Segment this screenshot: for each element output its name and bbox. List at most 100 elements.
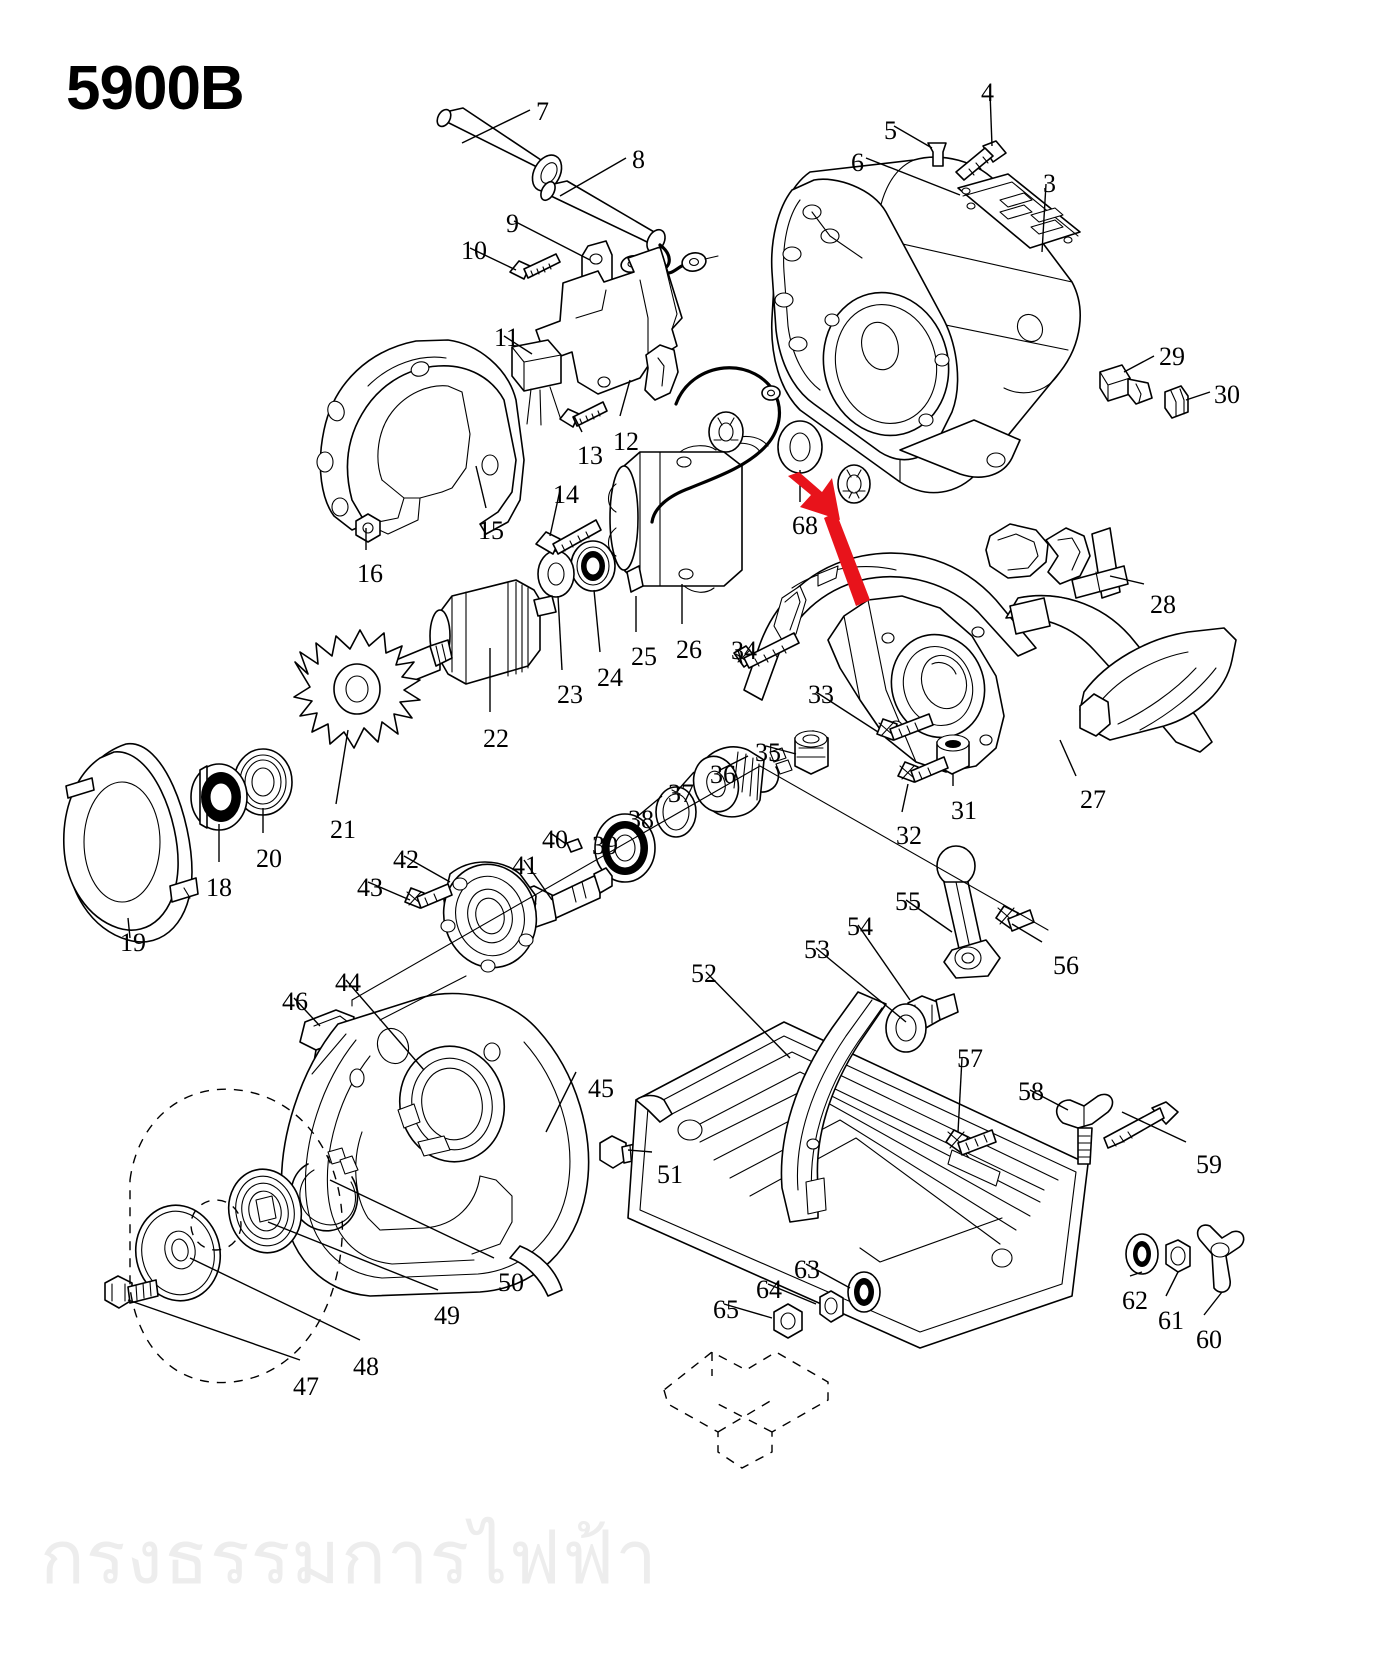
callout-number-42: 42 [393,845,419,874]
part-14-long-screw [536,520,601,554]
part-43-screw [405,884,452,908]
callout-number-48: 48 [353,1352,379,1381]
part-06-nameplate [958,174,1080,248]
part-57-screw [946,1130,996,1155]
part-small-bearing [838,465,870,503]
callout-number-7: 7 [536,97,549,126]
part-15-housing-cover [317,340,524,534]
part-blade-bolt [105,1276,158,1308]
part-07-handle-tube [434,107,567,196]
part-34-long-screw [734,633,799,668]
red-highlight-arrow [788,472,870,606]
callout-number-53: 53 [804,935,830,964]
callout-number-41: 41 [512,851,538,880]
callout-number-32: 32 [896,821,922,850]
callout-number-10: 10 [461,236,487,265]
part-03-motor-housing [772,157,1080,493]
part-42-bearing-retainer [433,854,547,977]
callout-number-60: 60 [1196,1325,1222,1354]
callout-number-56: 56 [1053,951,1079,980]
callout-number-30: 30 [1214,380,1240,409]
part-10-screw [510,254,560,279]
part-12-trigger [645,345,678,400]
callout-number-26: 26 [676,635,702,664]
part-25-pin [627,566,643,592]
callout-number-25: 25 [631,642,657,671]
callout-number-20: 20 [256,844,282,873]
callout-number-27: 27 [1080,785,1106,814]
callout-number-35: 35 [755,738,781,767]
callout-number-62: 62 [1122,1286,1148,1315]
callout-number-12: 12 [613,427,639,456]
callout-number-5: 5 [884,116,897,145]
callout-number-38: 38 [628,805,654,834]
callout-number-37: 37 [668,779,694,808]
part-65-hex-nut [774,1304,802,1338]
callout-number-44: 44 [335,968,361,997]
part-30-brush-cap [1165,386,1188,418]
callout-number-59: 59 [1196,1150,1222,1179]
callout-number-22: 22 [483,724,509,753]
callout-number-57: 57 [957,1044,983,1073]
callout-number-29: 29 [1159,342,1185,371]
part-28-lock-lever [986,524,1128,598]
callout-number-33: 33 [808,680,834,709]
callout-number-46: 46 [282,987,308,1016]
part-23-washer [538,551,574,597]
callout-number-23: 23 [557,680,583,709]
part-68-washer [778,421,822,473]
part-50-gear-housing-cover [282,993,589,1296]
callout-number-68: 68 [792,511,818,540]
part-27-safety-guard [744,553,1212,772]
callout-number-43: 43 [357,873,383,902]
page-title: 5900B [66,54,245,123]
callout-number-61: 61 [1158,1306,1184,1335]
callout-number-34: 34 [731,636,757,665]
part-05-rivet [928,143,946,166]
callout-number-28: 28 [1150,590,1176,619]
callout-number-3: 3 [1043,169,1056,198]
callout-number-45: 45 [588,1074,614,1103]
callout-number-14: 14 [553,480,579,509]
part-16-hex-nut [356,514,380,542]
callout-number-9: 9 [506,209,519,238]
callout-number-63: 63 [794,1255,820,1284]
callout-number-18: 18 [206,873,232,902]
callout-number-8: 8 [632,145,645,174]
part-48-ball-bearing [221,1162,309,1259]
callout-number-31: 31 [951,796,977,825]
part-60-wing-nut [1198,1225,1244,1292]
blade-outline-dashed [130,1089,342,1382]
part-53-depth-guide [781,992,886,1222]
callout-number-49: 49 [434,1301,460,1330]
part-39-ball-bearing [595,814,655,882]
part-11-carbon-brush [512,340,561,425]
callout-number-51: 51 [657,1160,683,1189]
callout-number-6: 6 [851,148,864,177]
part-64-nut [820,1291,843,1322]
callout-number-58: 58 [1018,1077,1044,1106]
part-53-washer [886,1004,926,1052]
callout-number-11: 11 [494,323,520,352]
part-59-long-bolt [1104,1102,1178,1148]
callout-number-55: 55 [895,887,921,916]
callout-number-21: 21 [330,815,356,844]
part-18-ball-bearing [191,764,247,830]
part-33-screw [877,714,933,740]
leader-lines [128,92,1222,1360]
part-24-ball-bearing [571,541,615,591]
part-29-brush-holder [1100,365,1152,404]
callout-number-47: 47 [293,1372,319,1401]
callout-number-19: 19 [120,928,146,957]
part-32-screw [898,757,948,782]
part-62-washer [1126,1234,1158,1274]
part-37-bevel-gear [688,747,764,817]
callout-number-36: 36 [710,760,736,789]
part-35-spacer-sleeve [795,731,828,774]
callout-number-50: 50 [498,1268,524,1297]
callout-number-64: 64 [756,1275,782,1304]
part-38-retaining-ring [656,787,696,837]
callout-number-65: 65 [713,1295,739,1324]
